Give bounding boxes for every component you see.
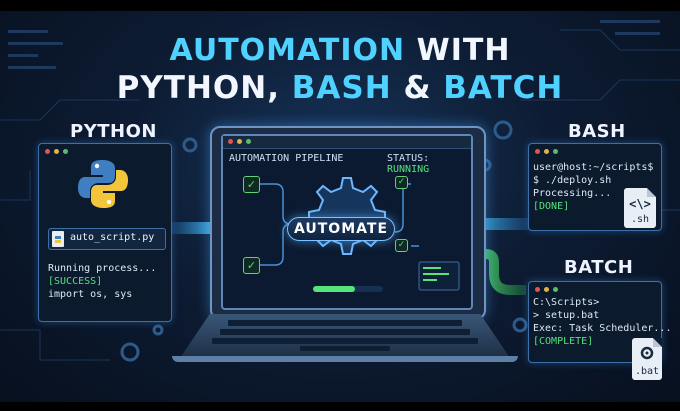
headline-accent: AUTOMATION <box>169 33 406 68</box>
terminal-line-success: [COMPLETE] <box>533 336 594 347</box>
checkbox-checked-icon: ✓ <box>243 257 260 274</box>
headline-text: & <box>391 70 444 106</box>
terminal-line-success: [DONE] <box>533 201 570 212</box>
status-value: RUNNING <box>387 164 430 175</box>
checkbox-checked-icon: ✓ <box>395 239 408 252</box>
python-logo-icon <box>78 160 128 208</box>
status-label: STATUS: <box>387 153 430 164</box>
window-controls <box>535 149 558 154</box>
python-file-chip[interactable]: auto_script.py <box>48 228 166 250</box>
letterbox-top <box>0 0 680 11</box>
letterbox-bottom <box>0 402 680 411</box>
automate-button[interactable]: AUTOMATE <box>287 217 395 241</box>
file-extension: .sh <box>630 214 650 225</box>
pipeline-title: AUTOMATION PIPELINE <box>229 153 344 164</box>
progress-fill <box>313 286 355 292</box>
file-extension: .bat <box>634 366 660 377</box>
headline-line2: PYTHON, BASH & BATCH <box>0 70 680 106</box>
headline-text: WITH <box>416 33 511 68</box>
terminal-line: C:\Scripts> <box>533 297 600 308</box>
terminal-line: Exec: Task Scheduler... <box>533 323 672 334</box>
checkbox-checked-icon: ✓ <box>395 176 408 189</box>
headline-text: PYTHON, <box>116 70 292 106</box>
terminal-line-success: [SUCCESS] <box>48 276 103 287</box>
terminal-line: $ ./deploy.sh <box>533 175 612 186</box>
sh-file-icon: <\> .sh <box>624 188 656 228</box>
python-file-name: auto_script.py <box>70 232 155 243</box>
code-symbol: <\> <box>629 197 651 211</box>
window-controls <box>535 287 558 292</box>
pipeline-status: STATUS: RUNNING <box>387 153 471 175</box>
gear-icon <box>640 346 654 360</box>
laptop-base <box>172 356 518 362</box>
batch-label: BATCH <box>564 257 634 278</box>
python-file-icon <box>52 231 64 247</box>
keyboard-keys <box>212 320 478 351</box>
terminal-line: Running process... <box>48 263 157 274</box>
terminal-line: user@host:~/scripts$ <box>533 162 654 173</box>
window-controls <box>45 149 68 154</box>
python-output: Running process... [SUCCESS] import os, sy… <box>48 262 156 301</box>
automate-gear-icon <box>308 177 386 255</box>
headline-accent: BASH <box>291 70 392 106</box>
headline-accent: BATCH <box>443 70 564 106</box>
terminal-line: > setup.bat <box>533 310 600 321</box>
python-label: PYTHON <box>70 121 157 142</box>
headline-line1: AUTOMATION WITH <box>0 33 680 68</box>
checkbox-checked-icon: ✓ <box>243 176 260 193</box>
terminal-line: Processing... <box>533 188 612 199</box>
terminal-line: import os, sys <box>48 289 133 300</box>
python-panel: auto_script.py Running process... [SUCCES… <box>38 143 172 322</box>
bat-file-icon: .bat <box>632 338 662 380</box>
screen-titlebar <box>223 136 471 149</box>
bash-label: BASH <box>568 121 626 142</box>
